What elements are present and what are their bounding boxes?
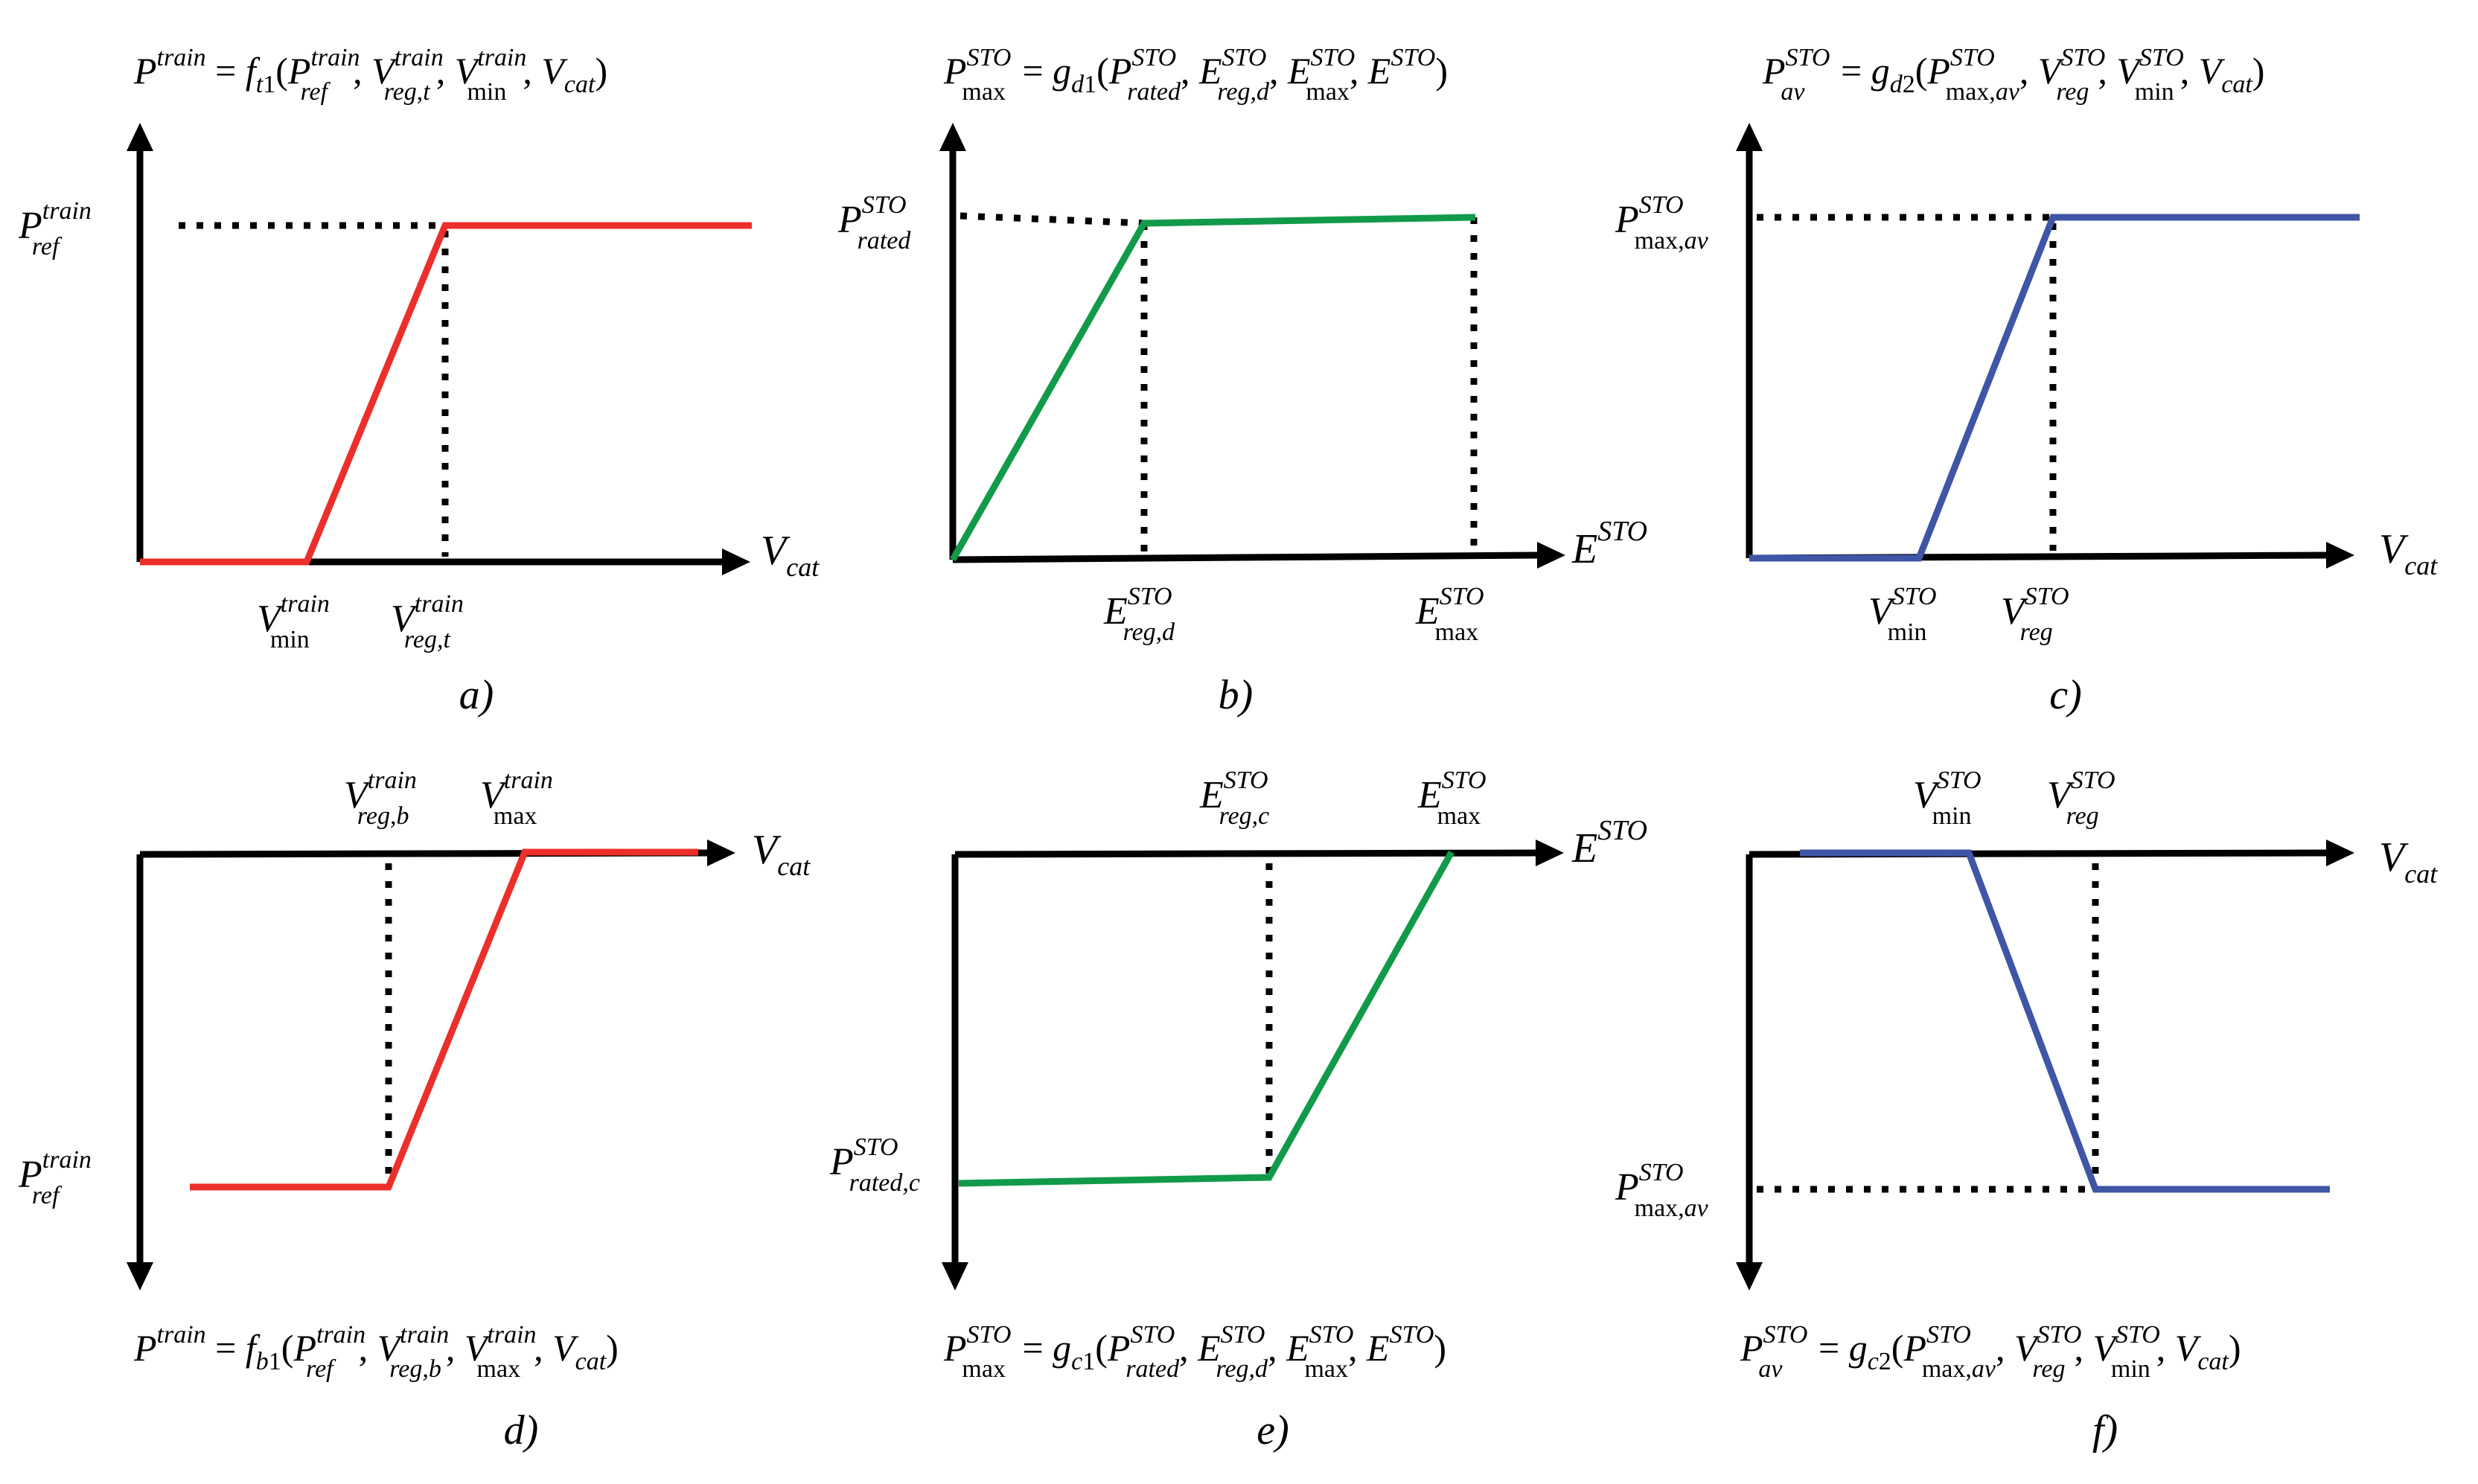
panel-c-x-axis-label: Vcat bbox=[2379, 526, 2438, 581]
panel-c-caption: c) bbox=[2049, 672, 2082, 718]
panel-b-guide-horizontal bbox=[959, 212, 1147, 227]
panel-f-caption: f) bbox=[2092, 1407, 2118, 1453]
panel-b-x-axis-label: ESTO bbox=[1571, 516, 1647, 572]
panel-b-x-arrowhead bbox=[1537, 542, 1565, 569]
panel-c-y-arrowhead bbox=[1736, 123, 1763, 151]
panel-d-caption: d) bbox=[504, 1407, 539, 1453]
panel-a-characteristic-curve bbox=[140, 222, 752, 566]
panel-d-x-axis-label: Vcat bbox=[752, 827, 811, 881]
panel-a-caption: a) bbox=[459, 672, 494, 718]
panel-a-y-arrowhead bbox=[127, 123, 153, 151]
panel-e-x-axis bbox=[954, 849, 1540, 858]
panel-e-caption: e) bbox=[1256, 1407, 1289, 1453]
panel-e-x-arrowhead bbox=[1536, 839, 1564, 866]
panel-b-caption: b) bbox=[1219, 672, 1254, 718]
panel-d-characteristic-curve bbox=[190, 848, 698, 1191]
panel-f-y-arrowhead bbox=[1736, 1262, 1763, 1290]
panel-f-x-arrowhead bbox=[2326, 839, 2354, 866]
panel-a-x-arrowhead bbox=[722, 548, 750, 575]
panel-f-x-axis-label: Vcat bbox=[2379, 834, 2438, 889]
panel-f-characteristic-curve bbox=[1800, 849, 2330, 1193]
panel-b-x-axis bbox=[952, 551, 1542, 563]
panel-e-x-axis-label: ESTO bbox=[1571, 815, 1647, 871]
panel-d-y-arrowhead bbox=[127, 1262, 153, 1290]
panel-b-characteristic-curve bbox=[950, 214, 1476, 562]
panel-d-x-arrowhead bbox=[707, 839, 735, 866]
panel-b-y-arrowhead bbox=[939, 123, 966, 151]
panel-c-x-arrowhead bbox=[2326, 542, 2354, 569]
panel-a-x-axis-label: Vcat bbox=[761, 528, 820, 582]
panel-c-characteristic-curve bbox=[1749, 214, 2360, 562]
panel-e-y-arrowhead bbox=[942, 1262, 968, 1290]
panel-e-characteristic-curve bbox=[958, 850, 1454, 1187]
